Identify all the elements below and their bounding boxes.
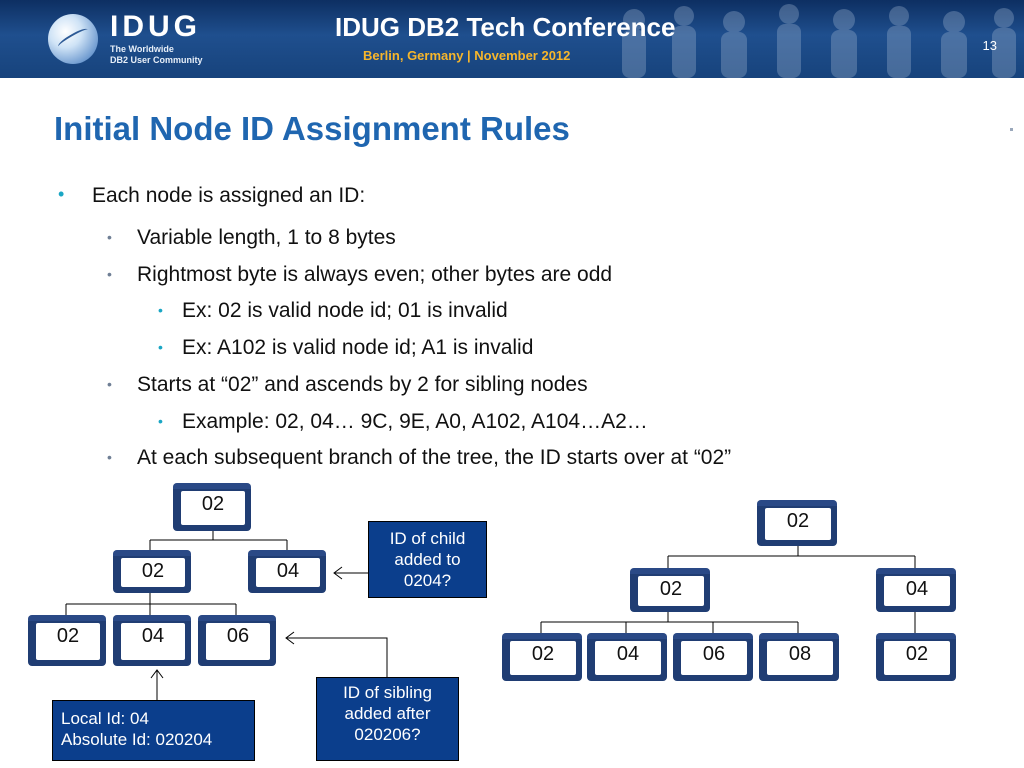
local-id-label: Local Id: 04	[61, 709, 149, 728]
absolute-id-label: Absolute Id: 020204	[61, 730, 213, 749]
slide-title: Initial Node ID Assignment Rules	[54, 110, 570, 147]
left-tree-leaf-06: 06	[198, 615, 276, 666]
child-id-callout: ID of child added to 0204?	[368, 521, 487, 598]
bullet-icon: •	[107, 376, 112, 392]
page-number: 13	[982, 38, 997, 53]
node-label: 04	[113, 615, 191, 660]
node-label: 04	[248, 550, 326, 587]
decorative-dot	[1010, 128, 1013, 131]
bullet-item: • Variable length, 1 to 8 bytes	[107, 226, 396, 250]
bullet-icon: •	[107, 449, 112, 465]
conference-subtitle: Berlin, Germany | November 2012	[363, 48, 571, 63]
audience-silhouettes	[622, 4, 1016, 78]
node-label: 02	[173, 483, 251, 525]
right-tree-node-02: 02	[630, 568, 710, 612]
right-tree-leaf-06: 06	[673, 633, 753, 681]
right-tree-node-04: 04	[876, 568, 956, 612]
bullet-text: Ex: 02 is valid node id; 01 is invalid	[182, 299, 508, 322]
node-label: 02	[28, 615, 106, 660]
right-tree-leaf-08: 08	[759, 633, 839, 681]
logo-subtitle-line-2: DB2 User Community	[110, 55, 203, 65]
bullet-item: • Ex: 02 is valid node id; 01 is invalid	[158, 299, 508, 323]
bullet-item: • Example: 02, 04… 9C, 9E, A0, A102, A104…	[158, 410, 648, 434]
bullet-item: • Each node is assigned an ID:	[58, 184, 366, 208]
conference-title: IDUG DB2 Tech Conference	[335, 12, 676, 42]
node-label: 02	[502, 633, 582, 675]
right-tree-leaf-0402: 02	[876, 633, 956, 681]
bullet-text: Starts at “02” and ascends by 2 for sibl…	[137, 373, 588, 396]
node-label: 02	[113, 550, 191, 587]
left-tree-leaf-02: 02	[28, 615, 106, 666]
logo-subtitle: The Worldwide DB2 User Community	[110, 44, 203, 66]
left-tree-node-04: 04	[248, 550, 326, 593]
bullet-text: Variable length, 1 to 8 bytes	[137, 226, 396, 249]
sibling-id-callout: ID of sibling added after 020206?	[316, 677, 459, 761]
bullet-icon: •	[107, 229, 112, 245]
bullet-item: • Ex: A102 is valid node id; A1 is invali…	[158, 336, 534, 360]
node-label: 06	[673, 633, 753, 675]
slide-header: IDUG The Worldwide DB2 User Community ID…	[0, 0, 1024, 78]
bullet-item: • At each subsequent branch of the tree, …	[107, 446, 732, 470]
idug-globe-logo-icon	[48, 14, 98, 64]
node-label: 08	[759, 633, 839, 675]
bullet-icon: •	[158, 413, 163, 429]
right-tree-leaf-02: 02	[502, 633, 582, 681]
node-label: 02	[757, 500, 837, 540]
bullet-icon: •	[107, 266, 112, 282]
left-tree-leaf-04: 04	[113, 615, 191, 666]
node-label: 06	[198, 615, 276, 660]
bullet-text: Rightmost byte is always even; other byt…	[137, 263, 613, 286]
bullet-icon: •	[158, 302, 163, 318]
node-label: 04	[587, 633, 667, 675]
node-label: 04	[876, 568, 956, 606]
bullet-text: Each node is assigned an ID:	[92, 184, 366, 207]
node-label: 02	[876, 633, 956, 675]
node-label: 02	[630, 568, 710, 606]
bullet-text: At each subsequent branch of the tree, t…	[137, 446, 732, 469]
bullet-icon: •	[158, 339, 163, 355]
right-tree-root-node: 02	[757, 500, 837, 546]
right-tree-leaf-04: 04	[587, 633, 667, 681]
bullet-text: Example: 02, 04… 9C, 9E, A0, A102, A104……	[182, 410, 648, 433]
left-tree-node-02: 02	[113, 550, 191, 593]
bullet-icon: •	[58, 184, 65, 204]
logo-text: IDUG	[110, 10, 201, 43]
local-absolute-id-callout: Local Id: 04 Absolute Id: 020204	[52, 700, 255, 761]
bullet-item: • Rightmost byte is always even; other by…	[107, 263, 613, 287]
bullet-item: • Starts at “02” and ascends by 2 for sib…	[107, 373, 588, 397]
left-tree-root-node: 02	[173, 483, 251, 531]
bullet-text: Ex: A102 is valid node id; A1 is invalid	[182, 336, 534, 359]
logo-subtitle-line-1: The Worldwide	[110, 44, 174, 54]
